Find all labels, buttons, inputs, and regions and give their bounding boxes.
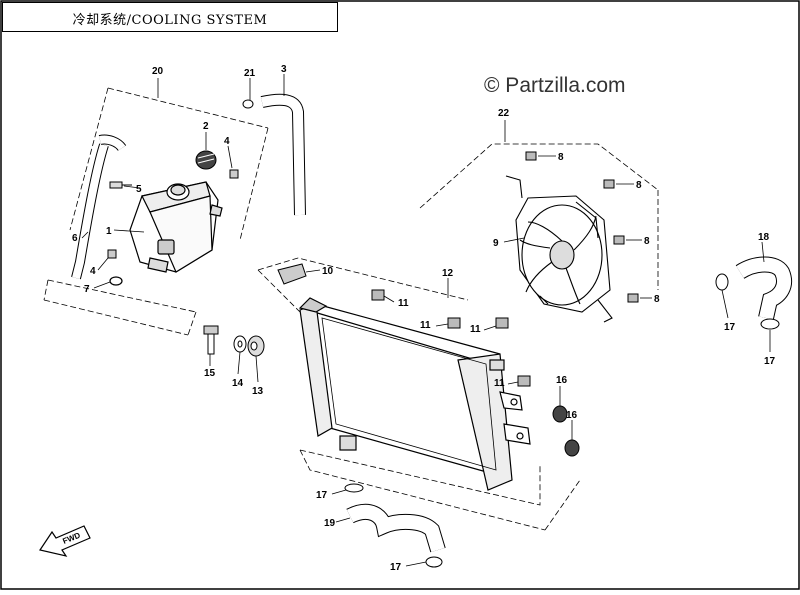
expansion-tank[interactable] xyxy=(129,181,223,273)
mount-bolt-15[interactable] xyxy=(203,325,219,355)
part-label-14[interactable]: 14 xyxy=(232,378,244,389)
part-label-8-d[interactable]: 8 xyxy=(654,294,660,305)
tank-hose-3[interactable] xyxy=(260,93,306,216)
part-label-11-b[interactable]: 11 xyxy=(420,320,431,331)
part-label-1[interactable]: 1 xyxy=(106,226,112,237)
part-label-13[interactable]: 13 xyxy=(252,386,264,397)
part-label-15[interactable]: 15 xyxy=(204,368,216,379)
tank-screw-5[interactable] xyxy=(109,181,132,189)
part-label-17-c[interactable]: 17 xyxy=(316,490,328,501)
part-label-10[interactable]: 10 xyxy=(322,266,334,277)
part-label-11-c[interactable]: 11 xyxy=(470,324,481,335)
cooling-fan[interactable] xyxy=(505,175,613,323)
radiator-clip-11[interactable] xyxy=(371,289,531,387)
radiator[interactable] xyxy=(298,297,531,491)
part-label-8-b[interactable]: 8 xyxy=(636,180,642,191)
radiator-hose-18[interactable] xyxy=(735,256,793,320)
part-label-8-c[interactable]: 8 xyxy=(644,236,650,247)
radiator-bracket-10[interactable] xyxy=(277,263,307,285)
hose-clamp-21[interactable] xyxy=(242,99,254,109)
part-label-16-a[interactable]: 16 xyxy=(556,375,568,386)
part-label-7[interactable]: 7 xyxy=(84,284,90,295)
part-number-labels: 20 21 3 2 4 5 1 6 4 7 22 8 8 8 8 9 10 12… xyxy=(72,64,776,573)
radiator-group-frame xyxy=(257,257,581,531)
grommet-13[interactable] xyxy=(247,335,265,357)
leader-lines xyxy=(81,74,771,567)
hose-clamp-17-bottom[interactable] xyxy=(344,483,443,568)
part-label-2[interactable]: 2 xyxy=(203,121,209,132)
part-label-9[interactable]: 9 xyxy=(493,238,499,249)
tank-bolt-4-bottom[interactable] xyxy=(107,249,117,259)
part-label-11-a[interactable]: 11 xyxy=(398,298,409,309)
part-label-4-top[interactable]: 4 xyxy=(224,136,230,147)
tank-cap[interactable] xyxy=(195,150,217,170)
diagram-title: 冷却系统/COOLING SYSTEM xyxy=(72,13,268,28)
watermark: © Partzilla.com xyxy=(484,74,626,97)
part-label-17-a[interactable]: 17 xyxy=(724,322,736,333)
part-label-21[interactable]: 21 xyxy=(244,68,256,79)
part-label-6[interactable]: 6 xyxy=(72,233,78,244)
title-box: 冷却系统/COOLING SYSTEM xyxy=(2,2,338,32)
part-label-17-b[interactable]: 17 xyxy=(764,356,776,367)
fan-group-frame xyxy=(419,143,659,290)
overflow-hose[interactable] xyxy=(71,134,127,280)
part-label-3[interactable]: 3 xyxy=(281,64,287,75)
part-label-20[interactable]: 20 xyxy=(152,66,164,77)
part-label-16-b[interactable]: 16 xyxy=(566,410,578,421)
part-label-12[interactable]: 12 xyxy=(442,268,454,279)
part-label-5[interactable]: 5 xyxy=(136,184,142,195)
part-label-19[interactable]: 19 xyxy=(324,518,336,529)
part-label-17-d[interactable]: 17 xyxy=(390,562,402,573)
part-label-11-d[interactable]: 11 xyxy=(494,378,505,389)
part-label-22[interactable]: 22 xyxy=(498,108,510,119)
part-label-18[interactable]: 18 xyxy=(758,232,770,243)
radiator-hose-19[interactable] xyxy=(346,503,446,553)
tank-bolt-4-top[interactable] xyxy=(229,169,239,179)
part-label-4-bottom[interactable]: 4 xyxy=(90,266,96,277)
tank-group-frame xyxy=(43,87,269,336)
fan-bolt-8[interactable] xyxy=(525,151,639,303)
washer-14[interactable] xyxy=(233,335,247,353)
hose-clamp-7[interactable] xyxy=(109,276,123,286)
part-label-8-a[interactable]: 8 xyxy=(558,152,564,163)
forward-arrow-icon xyxy=(39,525,91,557)
